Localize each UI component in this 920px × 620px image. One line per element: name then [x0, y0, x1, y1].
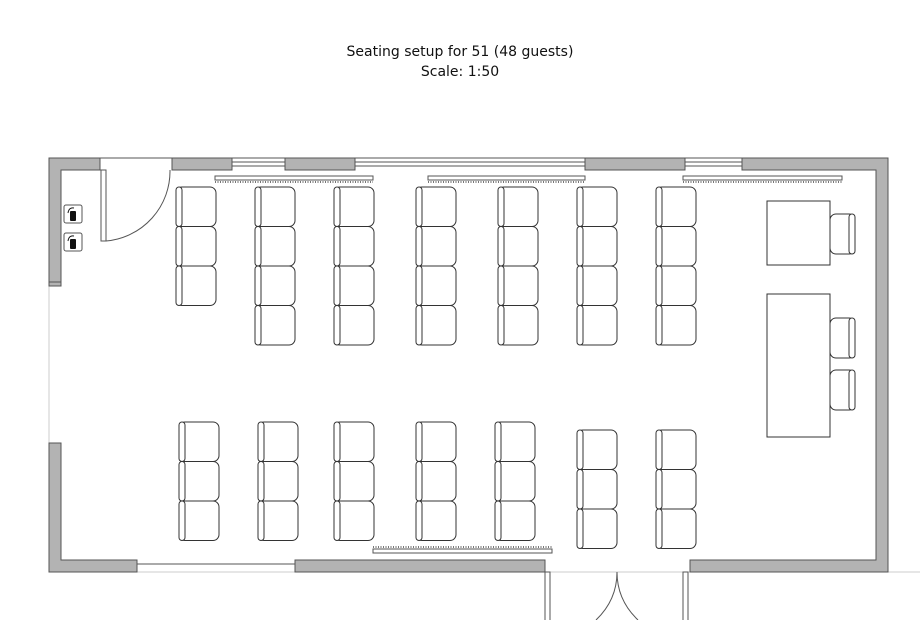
chair[interactable] — [494, 500, 536, 541]
chair[interactable] — [497, 226, 539, 267]
chair[interactable] — [257, 500, 299, 541]
walls — [48, 157, 920, 573]
chair[interactable] — [655, 305, 697, 346]
chair[interactable] — [415, 265, 457, 306]
chair[interactable] — [576, 429, 618, 470]
chair[interactable] — [576, 186, 618, 227]
entrance-door-top[interactable] — [100, 169, 171, 242]
chair[interactable] — [829, 369, 856, 411]
chair[interactable] — [415, 500, 457, 541]
chair[interactable] — [655, 186, 697, 227]
chair[interactable] — [175, 186, 217, 227]
chair[interactable] — [576, 305, 618, 346]
chair[interactable] — [333, 305, 375, 346]
chair[interactable] — [333, 461, 375, 502]
chair[interactable] — [415, 186, 457, 227]
wall-segment — [171, 157, 233, 171]
fire-extinguishers — [63, 204, 83, 252]
wall-bottom-left — [48, 442, 138, 573]
chair[interactable] — [254, 226, 296, 267]
chair[interactable] — [497, 265, 539, 306]
chair[interactable] — [494, 421, 536, 462]
chair[interactable] — [178, 500, 220, 541]
chair[interactable] — [494, 461, 536, 502]
chair[interactable] — [333, 421, 375, 462]
scale-label: Scale: 1:50 — [420, 64, 500, 80]
chair[interactable] — [415, 421, 457, 462]
table[interactable] — [766, 293, 831, 438]
chair[interactable] — [655, 265, 697, 306]
chair[interactable] — [655, 508, 697, 549]
chair[interactable] — [257, 461, 299, 502]
chair[interactable] — [576, 508, 618, 549]
table[interactable] — [766, 200, 831, 266]
chair[interactable] — [655, 226, 697, 267]
chair[interactable] — [655, 429, 697, 470]
windows — [137, 161, 742, 565]
chair[interactable] — [415, 226, 457, 267]
chair[interactable] — [829, 317, 856, 359]
chair[interactable] — [175, 226, 217, 267]
wall-segment — [584, 157, 686, 171]
wall-segment — [284, 157, 356, 171]
chair[interactable] — [254, 186, 296, 227]
chair[interactable] — [415, 305, 457, 346]
guest-seating — [175, 186, 697, 549]
wall-right — [689, 157, 889, 573]
chair[interactable] — [829, 213, 856, 255]
fire-extinguisher-icon — [63, 204, 83, 224]
chair[interactable] — [576, 469, 618, 510]
chair[interactable] — [178, 421, 220, 462]
radiators — [214, 175, 843, 554]
wall-segment — [294, 559, 546, 573]
chair[interactable] — [655, 469, 697, 510]
seating-subtitle: Seating setup for 51 (48 guests) — [346, 44, 574, 60]
chair[interactable] — [576, 226, 618, 267]
entrance-double-door-bottom[interactable] — [544, 571, 689, 620]
table-seating — [829, 213, 856, 411]
fire-extinguisher-icon — [63, 232, 83, 252]
chair[interactable] — [576, 265, 618, 306]
chair[interactable] — [175, 265, 217, 306]
chair[interactable] — [257, 421, 299, 462]
chair[interactable] — [333, 500, 375, 541]
chair[interactable] — [333, 186, 375, 227]
chair[interactable] — [497, 186, 539, 227]
venue-title: Eastcote House Gardens — [0, 0, 920, 10]
chair[interactable] — [415, 461, 457, 502]
chair[interactable] — [254, 265, 296, 306]
chair[interactable] — [497, 305, 539, 346]
head-tables — [766, 200, 831, 438]
chair[interactable] — [333, 226, 375, 267]
chair[interactable] — [333, 265, 375, 306]
chair[interactable] — [178, 461, 220, 502]
chair[interactable] — [254, 305, 296, 346]
